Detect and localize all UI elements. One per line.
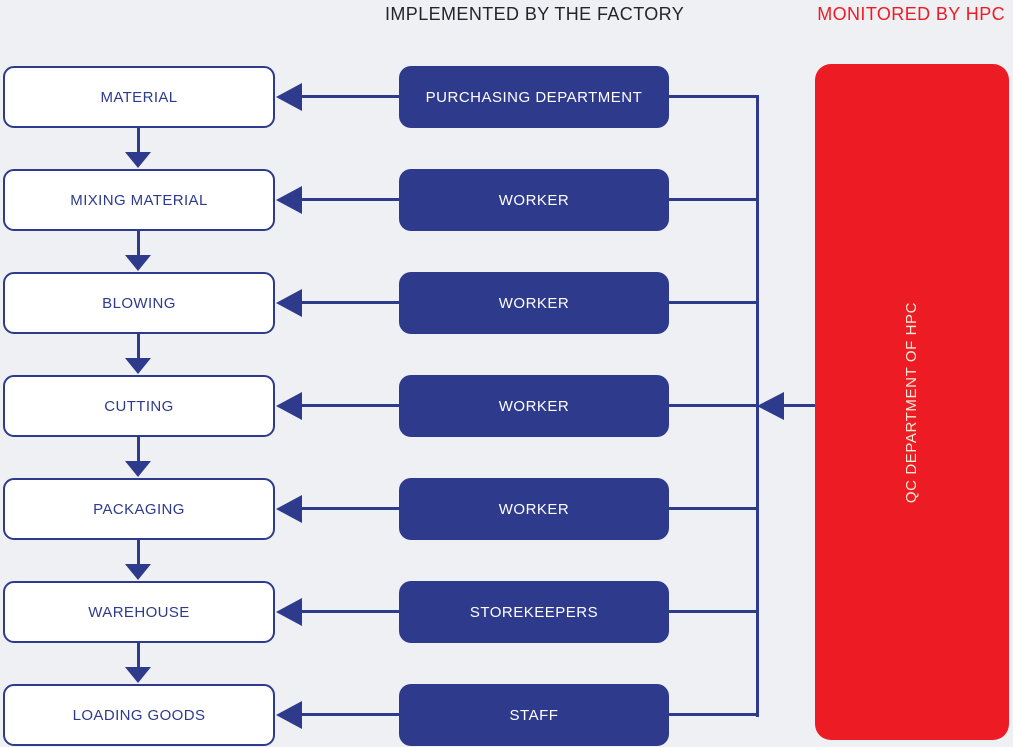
process-step-label: BLOWING [102,294,176,312]
process-step-label: CUTTING [104,397,174,415]
process-step-label: LOADING GOODS [72,706,206,724]
actor-to-trunk-line [669,404,759,407]
process-step-box: PACKAGING [3,478,275,540]
actor-label: WORKER [498,500,570,518]
arrowhead-down-icon [125,152,151,168]
arrowhead-down-icon [125,667,151,683]
title-implemented-by-factory: IMPLEMENTED BY THE FACTORY [385,4,685,24]
process-flow-line [137,128,140,154]
actor-label: STAFF [509,706,559,724]
title-monitored-by-hpc: MONITORED BY HPC [817,4,1005,24]
qc-department-box: QC DEPARTMENT OF HPC [815,64,1009,740]
actor-to-trunk-line [669,610,759,613]
actor-label: WORKER [498,397,570,415]
actor-to-trunk-line [669,507,759,510]
actor-to-process-line [301,713,399,716]
process-row: LOADING GOODS STAFF [0,684,1013,747]
arrowhead-left-icon [276,495,302,523]
process-step-label: MIXING MATERIAL [70,191,208,209]
process-row: CUTTING WORKER [0,375,1013,478]
process-step-box: WAREHOUSE [3,581,275,643]
actor-to-trunk-line [669,95,759,98]
arrowhead-left-icon [276,598,302,626]
qc-department-label: QC DEPARTMENT OF HPC [903,301,921,503]
actor-box: PURCHASING DEPARTMENT [399,66,669,128]
process-step-box: BLOWING [3,272,275,334]
actor-label: WORKER [498,191,570,209]
arrowhead-left-icon [276,289,302,317]
actor-box: WORKER [399,375,669,437]
arrowhead-down-icon [125,564,151,580]
process-step-box: CUTTING [3,375,275,437]
actor-to-process-line [301,610,399,613]
arrowhead-left-icon [276,83,302,111]
actor-label: WORKER [498,294,570,312]
actor-box: WORKER [399,478,669,540]
actor-to-trunk-line [669,198,759,201]
process-flow-line [137,231,140,257]
process-row: PACKAGING WORKER [0,478,1013,581]
actor-label: PURCHASING DEPARTMENT [425,88,643,106]
actor-to-process-line [301,404,399,407]
process-flow-line [137,643,140,669]
arrowhead-left-icon [276,701,302,729]
actor-to-process-line [301,507,399,510]
process-step-box: MATERIAL [3,66,275,128]
process-step-label: WAREHOUSE [88,603,190,621]
actor-box: STAFF [399,684,669,746]
actor-to-trunk-line [669,713,759,716]
process-row: WAREHOUSE STOREKEEPERS [0,581,1013,684]
arrowhead-down-icon [125,255,151,271]
arrowhead-left-icon [276,392,302,420]
process-step-box: LOADING GOODS [3,684,275,746]
process-step-box: MIXING MATERIAL [3,169,275,231]
arrowhead-down-icon [125,358,151,374]
actor-box: WORKER [399,272,669,334]
process-step-label: MATERIAL [100,88,178,106]
actor-box: STOREKEEPERS [399,581,669,643]
process-flow-line [137,540,140,566]
arrowhead-left-icon [757,392,784,420]
actor-label: STOREKEEPERS [469,603,599,621]
process-row: MIXING MATERIAL WORKER [0,169,1013,272]
process-row: MATERIAL PURCHASING DEPARTMENT [0,66,1013,169]
arrowhead-left-icon [276,186,302,214]
actor-to-process-line [301,198,399,201]
actor-box: WORKER [399,169,669,231]
actor-to-trunk-line [669,301,759,304]
process-step-label: PACKAGING [93,500,185,518]
process-flow-line [137,334,140,360]
actor-to-process-line [301,95,399,98]
process-row: BLOWING WORKER [0,272,1013,375]
process-flow-line [137,437,140,463]
arrowhead-down-icon [125,461,151,477]
qc-to-trunk-line [783,404,815,407]
actor-to-process-line [301,301,399,304]
